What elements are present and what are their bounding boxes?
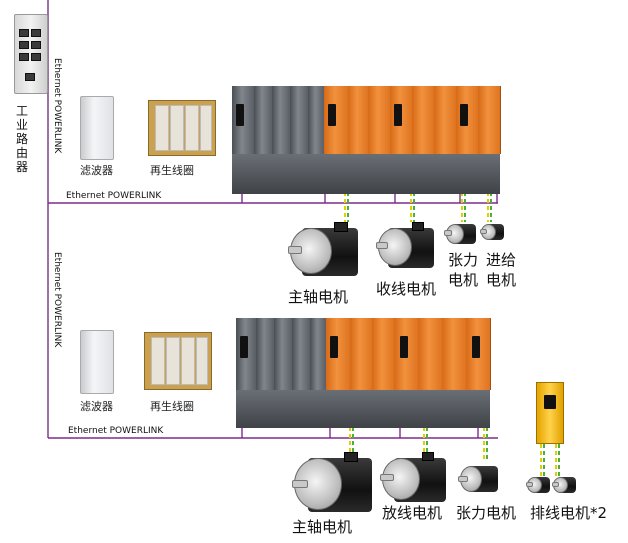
tension-motor — [458, 462, 498, 496]
display-window — [330, 336, 338, 358]
reactor-coil — [181, 337, 195, 385]
filter-unit — [80, 96, 114, 160]
reactor-coil — [166, 337, 180, 385]
display-window — [394, 104, 402, 126]
reactor-coil — [155, 105, 169, 151]
reactor-coil — [151, 337, 165, 385]
motor-label: 张力电机 — [456, 504, 517, 522]
drive-module — [348, 86, 369, 154]
regen-reactor — [148, 100, 216, 156]
spindle-motor — [288, 222, 358, 280]
motor-label: 放线电机 — [382, 504, 443, 522]
drive-module — [310, 318, 327, 390]
motor-label: 进给 电机 — [486, 251, 517, 289]
drive-module — [442, 318, 467, 390]
drive-module — [368, 86, 391, 154]
reactor-coil — [196, 337, 208, 385]
motor-shaft — [552, 482, 559, 487]
drive-module — [418, 318, 443, 390]
feed-motor — [480, 220, 504, 242]
router-port — [19, 41, 29, 49]
drive-module — [412, 86, 435, 154]
drive-module — [274, 318, 293, 390]
drive-module — [290, 86, 309, 154]
drive-rack-base — [232, 154, 500, 194]
motor-label: 张力 电机 — [448, 251, 479, 289]
router-label: 工 业 路 由 器 — [16, 104, 29, 174]
reactor-coil — [185, 105, 199, 151]
display-window — [544, 395, 556, 409]
motor-connector — [334, 222, 348, 232]
router-port — [19, 53, 29, 61]
regen-reactor — [144, 332, 212, 390]
drive-module — [308, 86, 325, 154]
network-vertical-label: Ethernet POWERLINK — [52, 58, 62, 154]
display-window — [328, 104, 336, 126]
filter-label: 滤波器 — [80, 164, 113, 177]
display-window — [472, 336, 480, 358]
motor-connector — [422, 452, 434, 461]
traverse-motor — [526, 474, 550, 496]
router-port — [31, 29, 41, 37]
motor-connector — [344, 452, 358, 462]
motor-shaft — [288, 246, 302, 254]
motor-label: 收线电机 — [376, 280, 437, 298]
compact-drive — [536, 382, 564, 444]
router-port — [31, 41, 41, 49]
motor-label: 主轴电机 — [292, 518, 353, 536]
spindle-motor — [292, 452, 372, 518]
drive-module — [350, 318, 373, 390]
drive-module — [434, 86, 457, 154]
motor-shaft — [292, 480, 308, 488]
display-window — [460, 104, 468, 126]
motor-shaft — [380, 474, 394, 481]
unwinding-motor — [380, 452, 446, 506]
motor-label: 主轴电机 — [288, 288, 349, 306]
reactor-label: 再生线圈 — [150, 164, 194, 177]
traverse-motor — [552, 474, 576, 496]
motor-shaft — [444, 230, 452, 236]
reactor-coil — [170, 105, 184, 151]
drive-module — [272, 86, 291, 154]
reactor-coil — [200, 105, 212, 151]
industrial-router — [14, 14, 48, 94]
drive-module — [292, 318, 311, 390]
drive-module — [256, 318, 275, 390]
winding-motor — [376, 222, 434, 272]
display-window — [240, 336, 248, 358]
display-window — [400, 336, 408, 358]
router-port — [31, 53, 41, 61]
motor-shaft — [376, 242, 388, 249]
filter-unit — [80, 330, 114, 394]
drive-rack — [232, 86, 502, 194]
drive-module — [372, 318, 395, 390]
drive-rack — [236, 318, 492, 428]
motor-shaft — [526, 482, 533, 487]
network-vertical-label: Ethernet POWERLINK — [52, 252, 62, 348]
router-port — [19, 29, 29, 37]
reactor-label: 再生线圈 — [150, 400, 194, 413]
drive-module — [254, 86, 273, 154]
drive-module — [478, 86, 501, 154]
drive-rack-base — [236, 390, 490, 428]
filter-label: 滤波器 — [80, 400, 113, 413]
motor-shaft — [458, 476, 468, 482]
tension-motor — [444, 220, 476, 246]
bus-label: Ethernet POWERLINK — [66, 191, 162, 201]
router-port — [25, 73, 35, 81]
display-window — [236, 104, 244, 126]
motor-shaft — [480, 229, 487, 234]
motor-label: 排线电机*2 — [530, 504, 608, 522]
motor-connector — [412, 222, 424, 231]
bus-label: Ethernet POWERLINK — [68, 426, 164, 436]
